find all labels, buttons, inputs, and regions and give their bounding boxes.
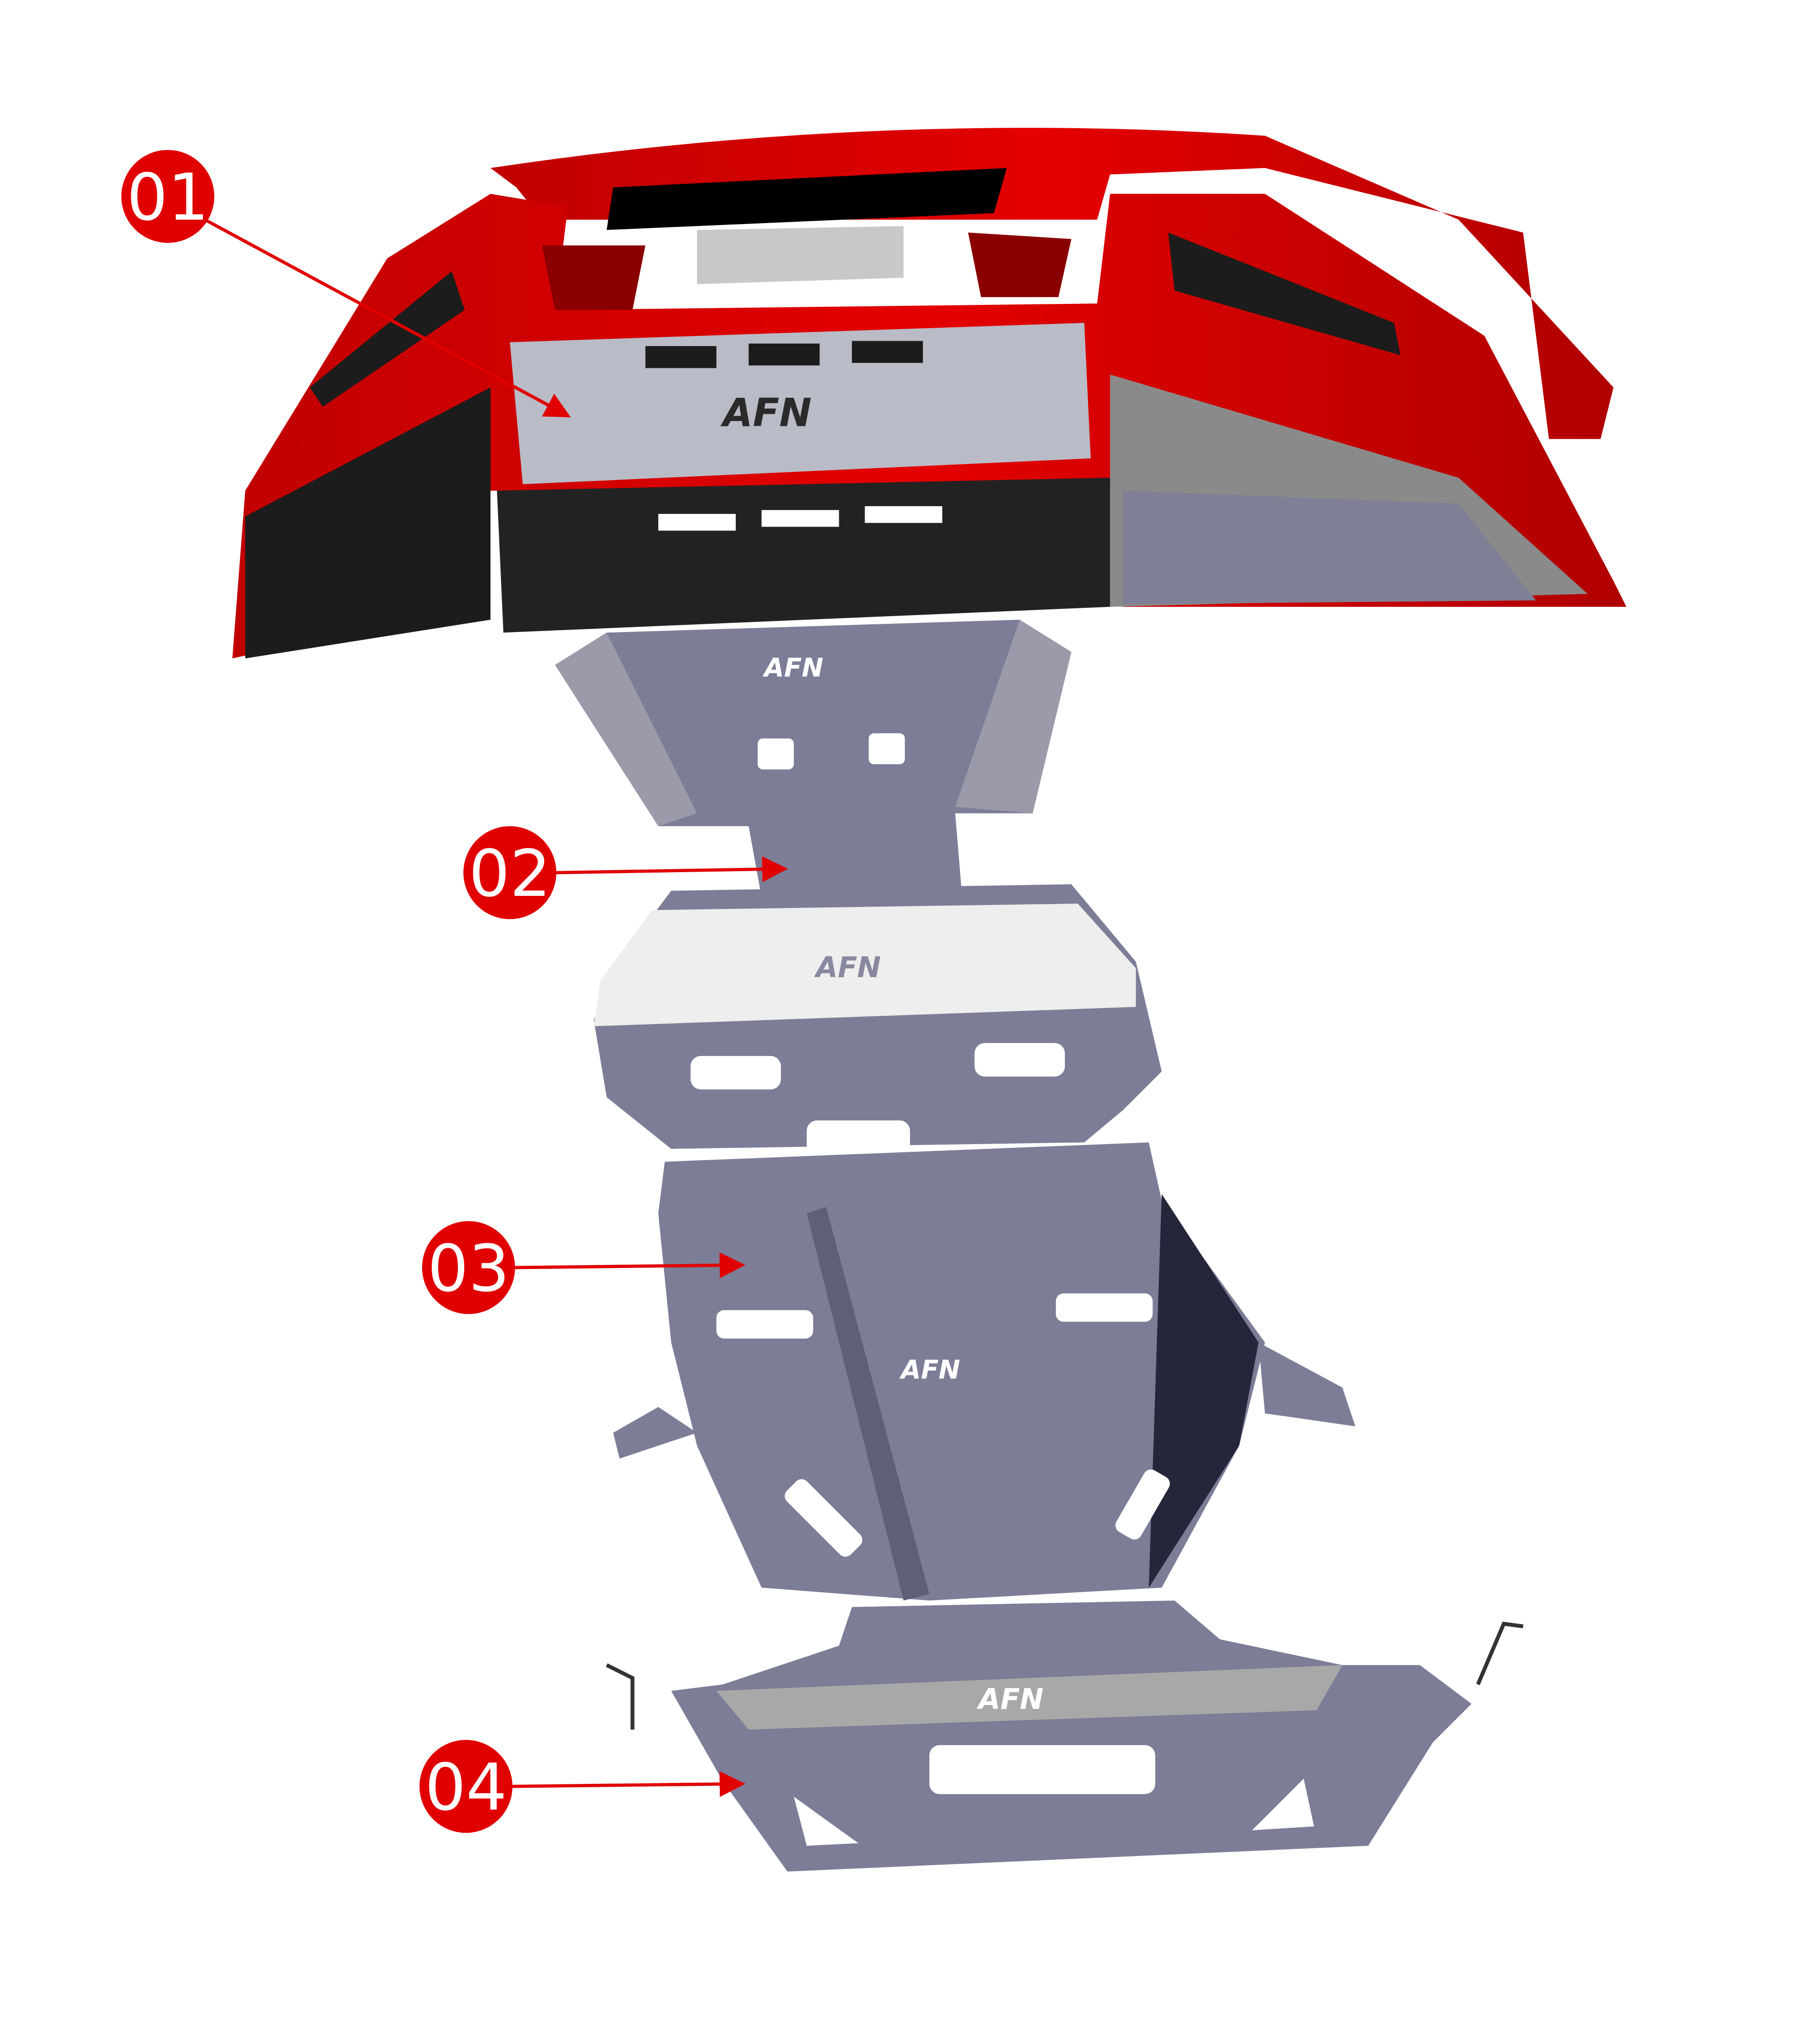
callout-03: 03 (422, 1221, 745, 1314)
brand-logo: AFN (762, 652, 823, 683)
callout-label: 01 (127, 160, 209, 235)
engine-skid-plate: AFN AFN (593, 884, 1355, 1601)
callout-label: 04 (425, 1750, 507, 1825)
brand-logo: AFN (720, 391, 812, 436)
callout-label: 03 (427, 1231, 510, 1306)
callout-02: 02 (463, 826, 788, 920)
callout-label: 02 (469, 836, 551, 911)
transmission-skid-plate: AFN (606, 1600, 1524, 1872)
front-bumper: AFN (232, 128, 1626, 659)
callout-04: 04 (419, 1740, 745, 1833)
brand-logo: AFN (899, 1355, 960, 1385)
brand-logo: AFN (976, 1683, 1044, 1716)
callout-01: 01 (121, 150, 571, 418)
brand-logo: AFN (814, 951, 881, 984)
front-skid-plate: AFN (555, 619, 1072, 897)
